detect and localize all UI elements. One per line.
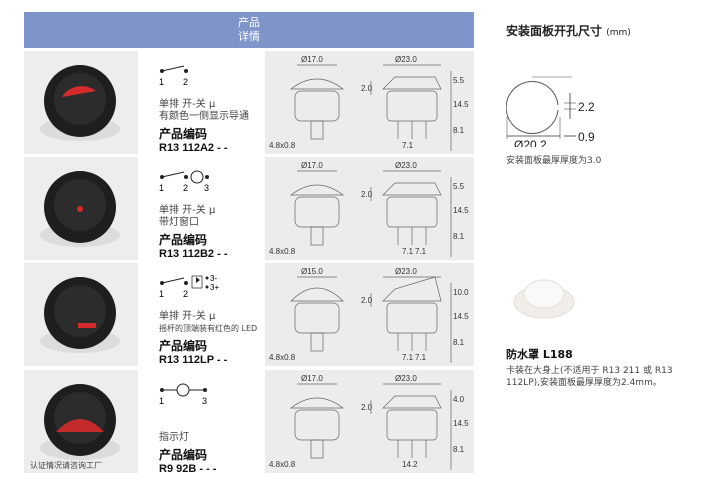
product-photo: [24, 263, 138, 366]
dimension-drawing: Ø17.0 Ø23.0 2.0 4.0 14.5 8.1 4.8x0.8 14.…: [265, 370, 474, 473]
top-dim: 10.0: [453, 288, 469, 297]
pin-label: 1: [159, 289, 164, 299]
panel-cutout-drawing: 2.2 0.9 Ø20.2: [505, 76, 595, 152]
tab-dim: 4.8x0.8: [269, 353, 296, 362]
dimension-drawing: Ø17.0 Ø23.0 2.0 5.5 14.5 8.1 4.8x0.8 7.1: [265, 51, 474, 154]
product-desc: 指示灯: [159, 432, 189, 443]
header-line1: 产品: [238, 16, 260, 29]
panel-title: 安装面板开孔尺寸: [506, 24, 603, 38]
flange-dim: 2.0: [361, 296, 373, 305]
tab-dim: 4.8x0.8: [269, 460, 296, 469]
tab-dim: 4.8x0.8: [269, 141, 296, 150]
dimension-drawing: Ø15.0 Ø23.0 2.0 10.0 14.5 8.1 4.8x0.8 7.…: [265, 263, 474, 366]
code-label: 产品编码: [159, 233, 208, 247]
notch-dim: 2.2: [578, 100, 595, 114]
gap-dim: 0.9: [578, 130, 595, 144]
flange-dim: 2.0: [361, 84, 373, 93]
product-type: 单排 开-关 μ: [159, 311, 216, 322]
terminal-dim: 8.1: [453, 445, 465, 454]
terminal-dim: 8.1: [453, 232, 465, 241]
code-label: 产品编码: [159, 448, 208, 462]
pin-label: 3-: [210, 274, 217, 283]
pin-label: 2: [183, 77, 188, 87]
side-diameter: Ø23.0: [395, 374, 417, 383]
panel-note: 安装面板最厚厚度为3.0: [506, 156, 602, 166]
flange-dim: 2.0: [361, 190, 373, 199]
cover-section: 防水罩 L188 卡装在大身上(不适用于 R13 211 或 R13 112LP…: [506, 272, 673, 389]
flange-dim: 2.0: [361, 403, 373, 412]
front-diameter: Ø15.0: [301, 267, 323, 276]
side-diameter: Ø23.0: [395, 267, 417, 276]
product-desc: 带灯窗口: [159, 217, 199, 228]
side-diameter: Ø23.0: [395, 161, 417, 170]
product-row: 1 2 3 单排 开-关 μ 带灯窗口 产品编码 R13 112B2 - - Ø17…: [24, 157, 474, 260]
pin-label: 2: [183, 289, 188, 299]
body-dim: 14.5: [453, 206, 469, 215]
product-info: 1 2 3 单排 开-关 μ 带灯窗口 产品编码 R13 112B2 - -: [159, 157, 284, 260]
pitch-dim: 7.1: [402, 141, 414, 150]
cover-title: 防水罩 L188: [506, 348, 573, 361]
product-code: R13 112LP - -: [159, 354, 228, 366]
terminal-dim: 8.1: [453, 338, 465, 347]
body-dim: 14.5: [453, 312, 469, 321]
panel-unit: (mm): [606, 28, 631, 38]
header-line2: 详情: [238, 30, 260, 43]
code-label: 产品编码: [159, 339, 208, 353]
waterproof-cover-image: [513, 279, 575, 319]
front-diameter: Ø17.0: [301, 161, 323, 170]
pitch-dim: 7.1: [402, 353, 414, 362]
circuit-schematic: 1 2 3: [159, 157, 284, 197]
top-dim: 4.0: [453, 395, 465, 404]
pin-label: 3: [202, 396, 207, 406]
body-dim: 14.5: [453, 100, 469, 109]
product-type: 单排 开-关 μ: [159, 205, 216, 216]
pin-label: 3+: [210, 283, 219, 292]
circuit-schematic: 1 2 3-3+: [159, 263, 284, 303]
product-desc: 摇杆的顶端装有红色的 LED: [159, 324, 258, 333]
side-diameter: Ø23.0: [395, 55, 417, 64]
top-dim: 5.5: [453, 76, 465, 85]
product-info: 1 2 3-3+ 单排 开-关 μ 摇杆的顶端装有红色的 LED 产品编码 R13 …: [159, 263, 284, 366]
table-header: 产品 详情: [24, 12, 474, 48]
pin-label: 1: [159, 77, 164, 87]
product-photo: [24, 157, 138, 260]
pin-label: 1: [159, 183, 164, 193]
product-type: 单排 开-关 μ: [159, 99, 216, 110]
pin-label: 2: [183, 183, 188, 193]
panel-cutout-section: 安装面板开孔尺寸 (mm) 2.2 0.9 Ø20.2 安装面板最厚厚度为3.0: [505, 22, 636, 167]
top-dim: 5.5: [453, 182, 465, 191]
pitch-dim: 7.1: [415, 353, 427, 362]
product-code: R13 112A2 - -: [159, 142, 228, 154]
front-diameter: Ø17.0: [301, 55, 323, 64]
dimension-drawing: Ø17.0 Ø23.0 2.0 5.5 14.5 8.1 4.8x0.8 7.1…: [265, 157, 474, 260]
terminal-dim: 8.1: [453, 126, 465, 135]
pin-label: 3: [204, 183, 209, 193]
product-code: R13 112B2 - -: [159, 248, 228, 260]
cover-note2: 112LP),安装面板最厚厚度为2.4mm。: [506, 378, 662, 388]
code-label: 产品编码: [159, 127, 208, 141]
pitch-dim: 7.1: [415, 247, 427, 256]
pitch-dim: 14.2: [402, 460, 418, 469]
cover-note1: 卡装在大身上(不适用于 R13 211 或 R13: [506, 366, 673, 376]
pin-label: 1: [159, 396, 164, 406]
product-photo: 认证情况请咨询工厂: [24, 370, 138, 473]
product-photo: [24, 51, 138, 154]
pitch-dim: 7.1: [402, 247, 414, 256]
front-diameter: Ø17.0: [301, 374, 323, 383]
product-code: R9 92B - - -: [159, 463, 217, 475]
product-row: 1 2 3-3+ 单排 开-关 μ 摇杆的顶端装有红色的 LED 产品编码 R13 …: [24, 263, 474, 366]
product-desc: 有颜色一侧显示导通: [159, 111, 249, 122]
footnote: 认证情况请咨询工厂: [30, 461, 102, 470]
dia-dim: Ø20.2: [514, 138, 547, 147]
tab-dim: 4.8x0.8: [269, 247, 296, 256]
body-dim: 14.5: [453, 419, 469, 428]
